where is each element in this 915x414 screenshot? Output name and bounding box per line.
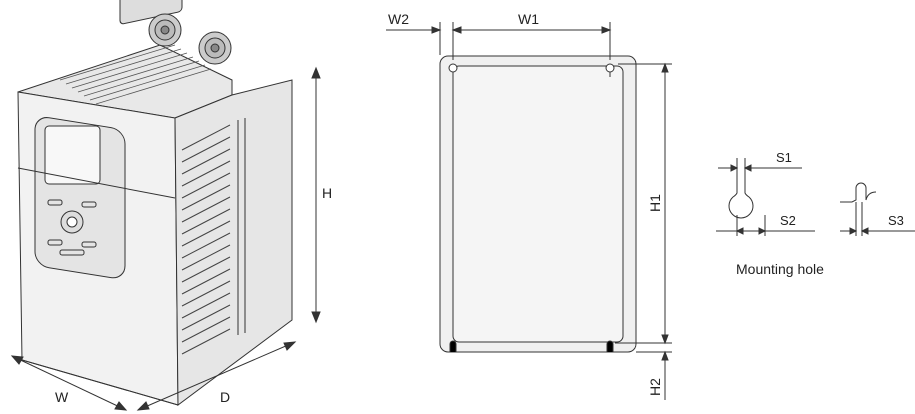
h2-dimension [661, 350, 669, 400]
depth-dimension [136, 341, 297, 411]
depth-label: D [220, 389, 230, 405]
cooling-fan-icon [198, 31, 232, 65]
mounting-hole-icon [605, 63, 615, 77]
cooling-fan-icon [119, 0, 183, 47]
w1-dimension [439, 22, 612, 60]
width-label: W [55, 389, 69, 405]
product-isometric-view [17, 0, 293, 406]
side-heatsink-fins [181, 124, 231, 355]
mounting-hole-caption: Mounting hole [736, 261, 824, 277]
height-dimension [311, 66, 321, 324]
top-vent-grille [59, 44, 212, 105]
keyhole-detail [716, 158, 815, 236]
w1-label: W1 [518, 11, 539, 27]
s2-label: S2 [780, 213, 796, 228]
s3-label: S3 [888, 213, 904, 228]
s1-label: S1 [776, 150, 792, 165]
w2-dimension [386, 26, 458, 34]
mounting-slot-icon [449, 340, 457, 352]
keypad-panel [34, 117, 126, 279]
w2-label: W2 [388, 11, 409, 27]
h2-label: H2 [647, 378, 663, 396]
back-view-panel [439, 55, 637, 353]
h1-dimension [615, 62, 672, 353]
width-dimension [10, 355, 128, 411]
mounting-slot-icon [606, 340, 614, 352]
h1-label: H1 [647, 194, 663, 212]
product-side-face [174, 79, 293, 406]
slot-profile-detail [840, 182, 915, 236]
height-label: H [322, 185, 332, 201]
mounting-hole-icon [448, 63, 458, 77]
